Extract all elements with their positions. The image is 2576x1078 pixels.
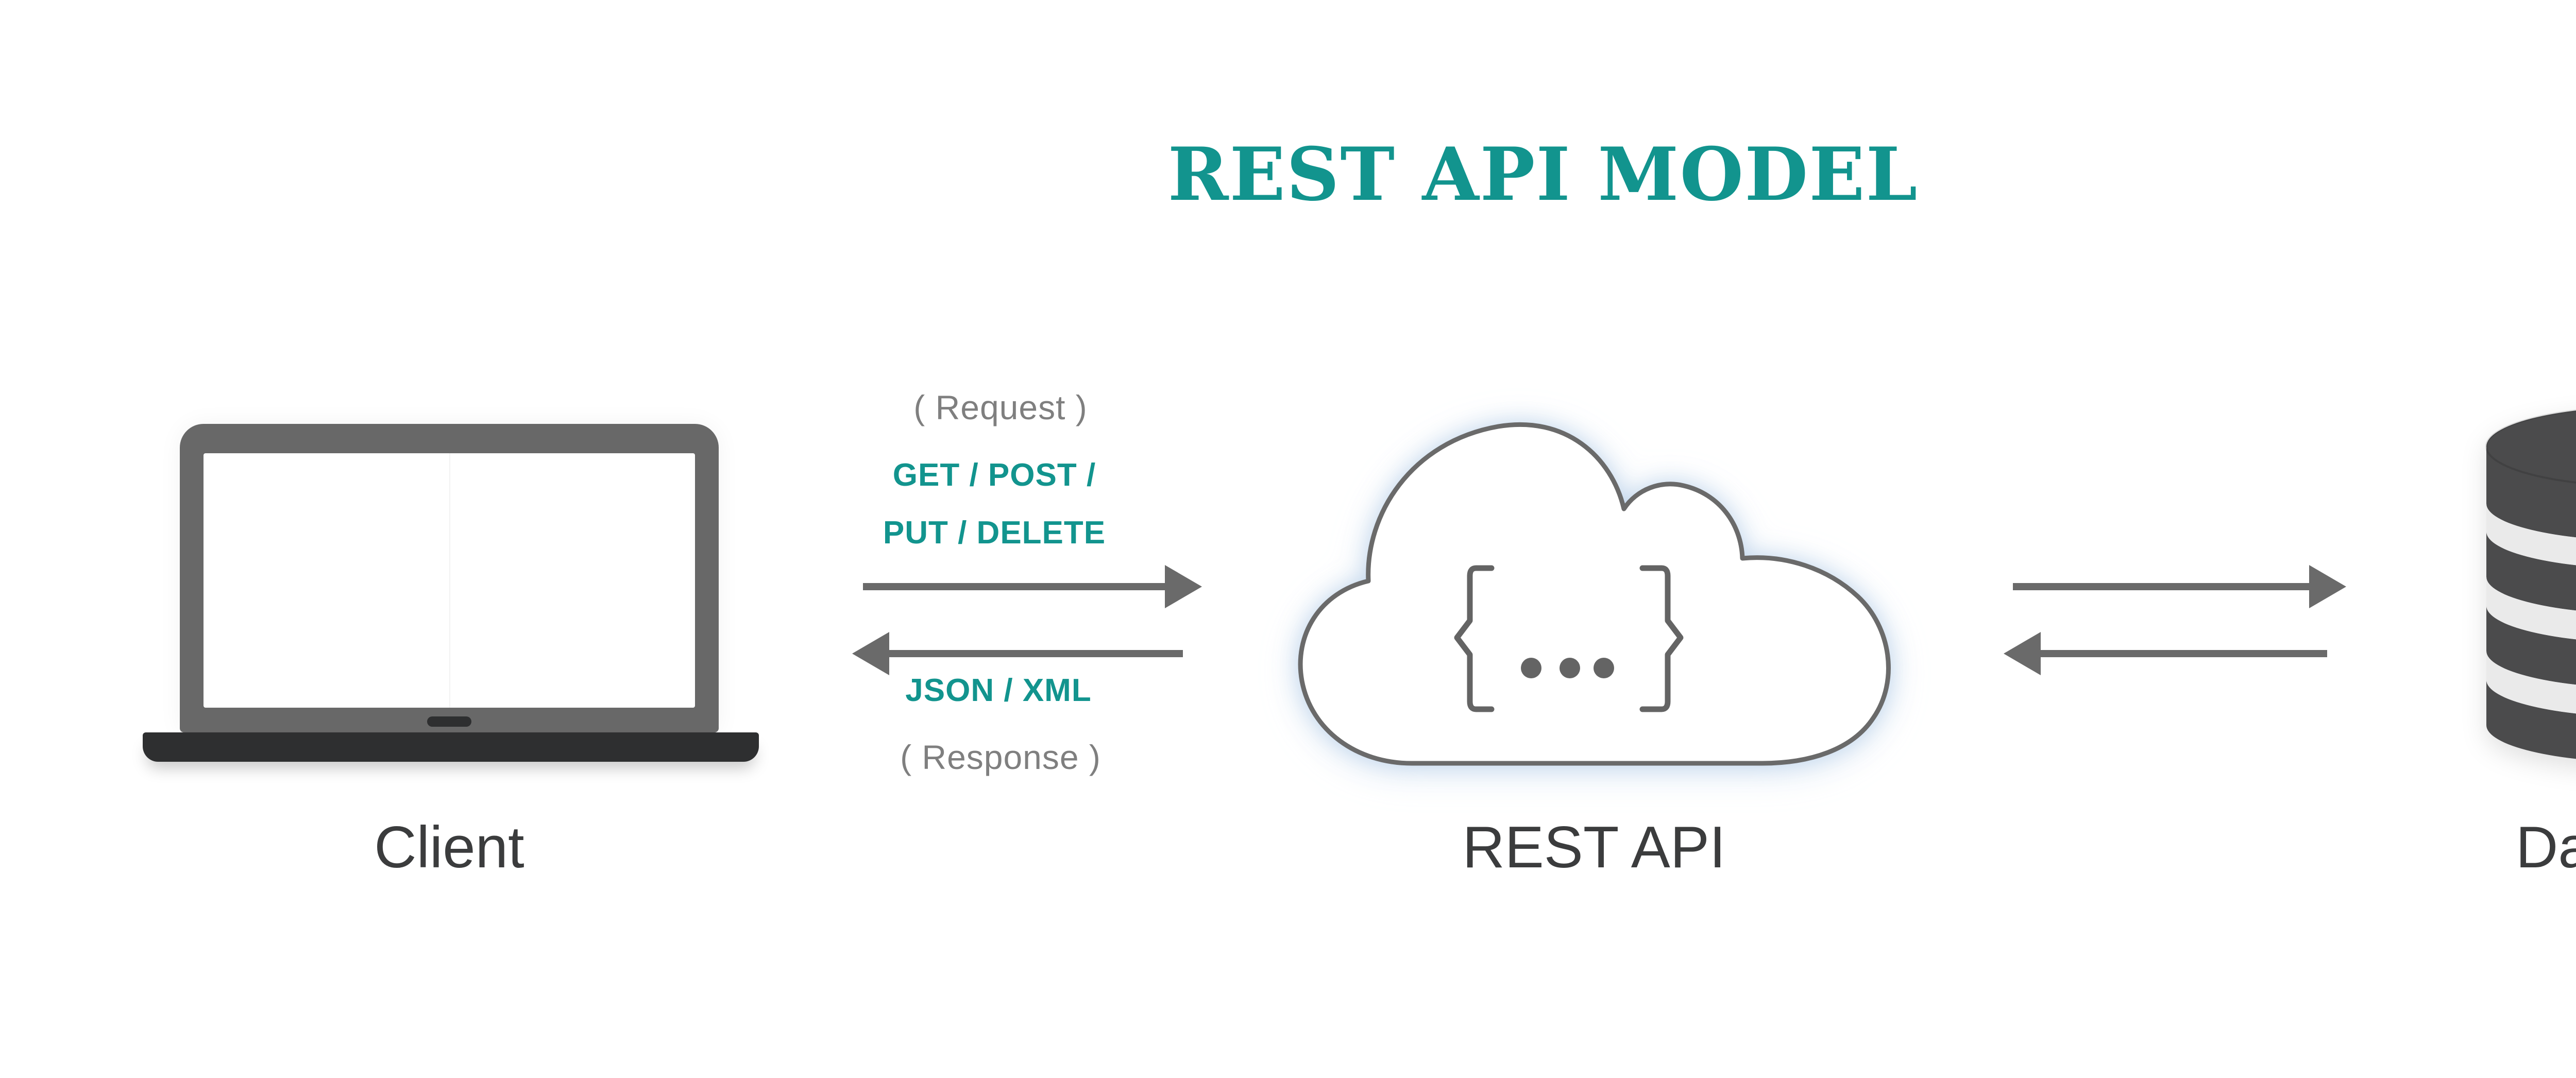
database-cylinder-icon — [2485, 409, 2576, 759]
api-label: REST API — [1462, 815, 1726, 880]
right-brace — [1639, 565, 1684, 712]
response-formats: JSON / XML — [905, 673, 1092, 708]
db-dark-segments — [2486, 447, 2576, 759]
client-label: Client — [374, 815, 524, 880]
page-title: REST API MODEL — [1167, 132, 1919, 217]
ellipsis-dots-icon — [1521, 658, 1614, 678]
arrow-right-head-icon — [1165, 565, 1202, 608]
arrow-right-icon — [2013, 583, 2309, 590]
arrow-left-head-icon — [852, 632, 889, 675]
code-braces-icon — [1454, 565, 1684, 712]
arrow-right-icon — [863, 583, 1165, 590]
request-methods-line1: GET / POST / — [892, 457, 1096, 493]
laptop-screen-divider — [449, 453, 450, 708]
arrow-left-icon — [889, 650, 1183, 657]
response-annotation: ( Response ) — [900, 738, 1101, 776]
request-annotation: ( Request ) — [913, 388, 1088, 426]
db-lid — [2485, 409, 2576, 484]
arrow-left-head-icon — [2004, 632, 2041, 675]
cloud-icon — [1298, 422, 1891, 766]
cloud-outline — [1298, 422, 1891, 766]
laptop-base — [143, 732, 759, 762]
database-label: Database — [2515, 815, 2576, 880]
arrow-right-head-icon — [2309, 565, 2346, 608]
laptop-screen — [204, 453, 695, 708]
laptop-icon — [180, 424, 719, 732]
left-brace — [1454, 565, 1495, 712]
request-methods-line2: PUT / DELETE — [883, 515, 1106, 551]
arrow-left-icon — [2041, 650, 2327, 657]
laptop-notch — [427, 716, 471, 727]
db-light-bands — [2486, 504, 2576, 714]
